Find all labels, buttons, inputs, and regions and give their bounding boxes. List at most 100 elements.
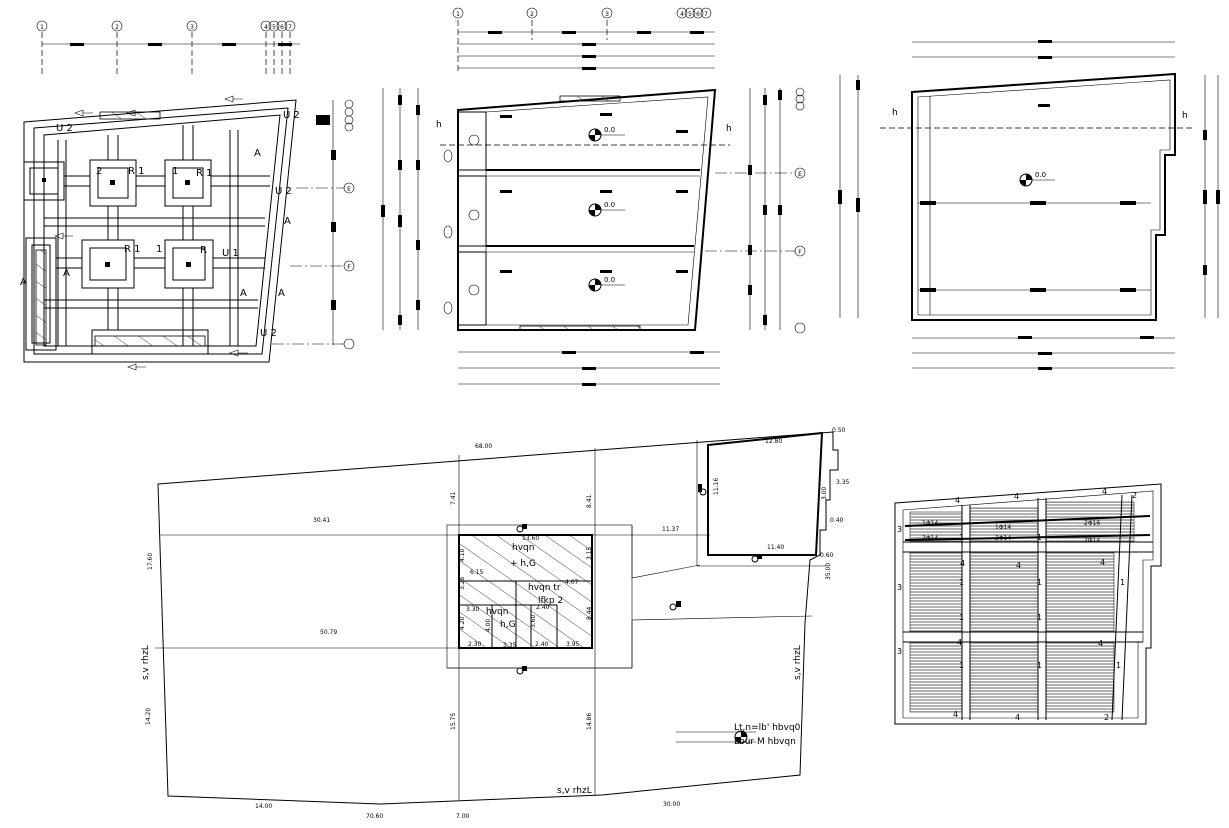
svg-text:1: 1 (959, 661, 964, 670)
svg-text:U 1: U 1 (222, 248, 239, 259)
svg-text:70.60: 70.60 (366, 813, 383, 820)
svg-text:14.00: 14.00 (255, 803, 272, 810)
svg-text:F: F (798, 249, 802, 256)
site-room-labels: hvqn + h,G hvqn tr lfkp 2 hvqn h,G (486, 543, 563, 630)
svg-text:F: F (347, 264, 351, 271)
svg-text:s,v rhzL: s,v rhzL (793, 645, 803, 680)
svg-text:6: 6 (696, 11, 700, 18)
svg-text:50.79: 50.79 (320, 629, 337, 636)
svg-text:3: 3 (897, 525, 902, 534)
framing-labels: 4 4 4 4 4 4 4 4 4 4 2 2 3 3 3 1 1 1 1 1 … (897, 487, 1137, 722)
joist-labels: 1Φ14 1Φ14 2Φ16 2Φ14 2Φ14 2Φ14 (922, 520, 1100, 544)
svg-text:3.15: 3.15 (586, 546, 593, 560)
svg-text:3.25: 3.25 (459, 576, 466, 590)
svg-text:3: 3 (897, 647, 902, 656)
svg-text:0.40: 0.40 (830, 517, 844, 524)
svg-text:8.41: 8.41 (586, 494, 593, 508)
svg-text:R 1: R 1 (196, 168, 213, 179)
level-marks: 0.0 0.0 0.0 (588, 126, 625, 292)
svg-text:4: 4 (680, 11, 684, 18)
svg-text:2: 2 (530, 11, 534, 18)
svg-text:4: 4 (1014, 492, 1019, 501)
svg-text:7.00: 7.00 (456, 813, 470, 820)
svg-text:Lbur M hbvqn: Lbur M hbvqn (734, 737, 796, 747)
roof-level: 0.0 (1035, 171, 1046, 179)
svg-text:3: 3 (897, 583, 902, 592)
svg-text:4: 4 (955, 496, 960, 505)
section-mark: h (436, 120, 442, 130)
svg-text:4: 4 (1098, 639, 1103, 648)
svg-text:E: E (798, 171, 802, 178)
svg-text:5: 5 (688, 11, 692, 18)
svg-text:4: 4 (953, 710, 958, 719)
svg-text:0.60: 0.60 (820, 552, 834, 559)
svg-text:1Φ14: 1Φ14 (922, 520, 938, 527)
site-markers (516, 484, 762, 744)
svg-text:17.60: 17.60 (147, 553, 154, 570)
svg-text:13.60: 13.60 (522, 535, 539, 542)
svg-text:s,v rhzL: s,v rhzL (557, 786, 592, 796)
floor-dims-right: E F (705, 87, 806, 334)
svg-text:R: R (200, 245, 207, 256)
svg-text:11.37: 11.37 (662, 526, 679, 533)
floor-dimension-ticks (500, 113, 688, 273)
svg-text:0.0: 0.0 (604, 201, 615, 209)
svg-text:h,G: h,G (500, 620, 516, 630)
svg-text:A: A (20, 277, 27, 288)
svg-text:12.80: 12.80 (765, 438, 782, 445)
svg-text:3.95: 3.95 (566, 641, 580, 648)
site-plan: 68.00 12.80 0.50 3.35 3.00 0.40 0.60 35.… (141, 427, 850, 820)
svg-text:U 2: U 2 (275, 186, 292, 197)
svg-text:4: 4 (960, 559, 965, 568)
svg-text:U 2: U 2 (283, 110, 300, 121)
svg-text:0.0: 0.0 (604, 126, 615, 134)
svg-text:0.0: 0.0 (604, 276, 615, 284)
svg-text:6.15: 6.15 (470, 569, 484, 576)
svg-text:4: 4 (1100, 558, 1105, 567)
svg-text:8.44: 8.44 (586, 606, 593, 620)
svg-text:s,v rhzL: s,v rhzL (141, 645, 151, 680)
foundation-plan: 1 2 3 4 5 6 7 (20, 20, 355, 371)
svg-text:3.60: 3.60 (530, 614, 537, 628)
svg-text:2Φ14: 2Φ14 (922, 535, 938, 542)
svg-text:4: 4 (1016, 561, 1021, 570)
svg-text:14.20: 14.20 (145, 708, 152, 725)
svg-text:E: E (347, 186, 351, 193)
svg-text:4.20: 4.20 (459, 616, 466, 630)
roof-plan: 0.0 h h (838, 40, 1220, 370)
svg-text:30.41: 30.41 (313, 517, 330, 524)
svg-text:U 2: U 2 (260, 328, 277, 339)
foundation-axis-side: E F (272, 99, 355, 350)
axis-label: 5 (272, 24, 276, 31)
svg-text:2.40: 2.40 (536, 604, 550, 611)
svg-text:R 1: R 1 (128, 166, 145, 177)
axis-label: 7 (288, 24, 292, 31)
svg-text:R 1: R 1 (124, 244, 141, 255)
foundation-labels: U 2 U 2 U 2 U 2 U 1 R 1 R 1 R 1 R 2 1 1 … (20, 110, 300, 339)
floor-dims-bottom (458, 351, 720, 386)
svg-text:14.86: 14.86 (586, 713, 593, 730)
svg-text:3.35: 3.35 (836, 479, 850, 486)
svg-text:3.30: 3.30 (466, 606, 480, 613)
svg-text:A: A (63, 268, 70, 279)
svg-text:A: A (254, 148, 261, 159)
axis-label: 3 (190, 24, 194, 31)
svg-text:4.07: 4.07 (565, 579, 579, 586)
svg-text:1: 1 (456, 11, 460, 18)
svg-text:U 2: U 2 (56, 123, 73, 134)
svg-text:4: 4 (1015, 713, 1020, 722)
svg-text:2Φ16: 2Φ16 (1084, 520, 1100, 527)
section-mark: h (726, 124, 732, 134)
svg-text:hvqn tr: hvqn tr (528, 583, 561, 593)
axis-label: 6 (280, 24, 284, 31)
axis-label: 1 (40, 24, 44, 31)
svg-text:1Φ14: 1Φ14 (995, 524, 1011, 531)
svg-text:1: 1 (959, 578, 964, 587)
axis-label: 2 (115, 24, 119, 31)
svg-text:2Φ14: 2Φ14 (995, 535, 1011, 542)
svg-text:hvqn: hvqn (486, 607, 508, 617)
svg-text:4.00: 4.00 (485, 618, 492, 632)
site-legend: Lt,n=lb' hbvq0 Lbur M hbvqn (734, 723, 801, 747)
svg-text:3: 3 (605, 11, 609, 18)
